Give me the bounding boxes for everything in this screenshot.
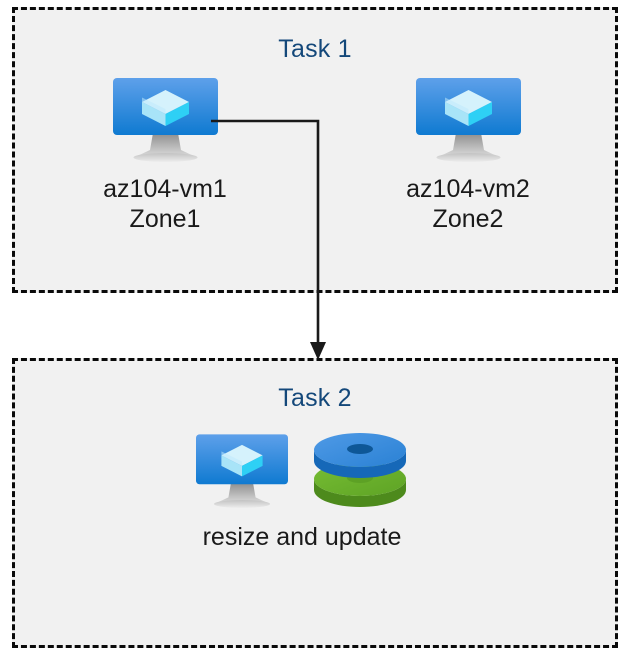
task1-title: Task 1 xyxy=(278,35,352,63)
virtual-machine-icon xyxy=(415,78,521,162)
node-az104-vm2: az104-vm2 Zone2 xyxy=(355,78,581,234)
virtual-machine-icon xyxy=(196,434,288,508)
virtual-machine-icon xyxy=(112,78,218,162)
disk-icon xyxy=(314,433,406,507)
node-resize-and-update: resize and update xyxy=(152,432,452,552)
task2-title: Task 2 xyxy=(278,384,352,412)
task2-icon-row xyxy=(152,432,452,512)
vm2-icon-row xyxy=(355,78,581,164)
vm1-caption: az104-vm1 Zone1 xyxy=(103,175,227,233)
vm1-icon-row xyxy=(52,78,278,164)
node-az104-vm1: az104-vm1 Zone1 xyxy=(52,78,278,234)
vm2-caption: az104-vm2 Zone2 xyxy=(406,175,530,233)
task2-caption: resize and update xyxy=(202,523,402,551)
